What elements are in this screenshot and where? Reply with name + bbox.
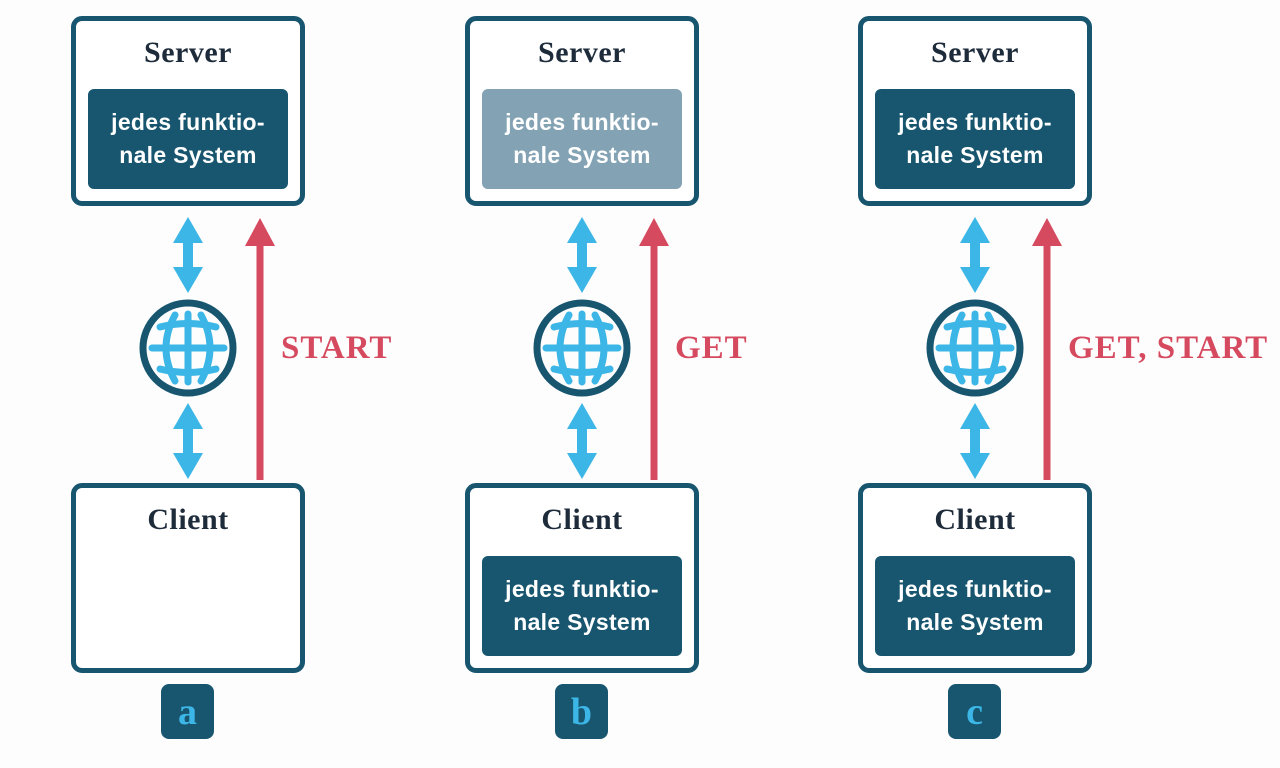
server-box: Server jedes funktio- nale System [465,16,699,206]
request-label: GET [675,330,748,366]
connection-graphic [926,217,1062,480]
sync-arrow-bottom-icon [567,403,597,479]
column-c: Server jedes funktio- nale System [787,0,1267,768]
client-box: Client jedes funktio- nale System [858,483,1092,673]
request-label: GET, START [1068,330,1269,366]
system-label: jedes funktio- nale System [898,108,1052,168]
column-b: Server jedes funktio- nale System [394,0,787,768]
connection-graphic [139,217,275,480]
server-title: Server [538,36,626,69]
system-label-box: jedes funktio- nale System [875,556,1075,656]
column-caption-letter: a [178,690,197,733]
globe-icon [926,299,1024,397]
client-title: Client [934,503,1016,536]
system-label-box: jedes funktio- nale System [482,556,682,656]
server-title: Server [931,36,1019,69]
request-label: START [281,330,393,366]
column-caption: b [555,684,608,739]
client-box: Client [71,483,305,673]
client-box: Client jedes funktio- nale System [465,483,699,673]
column-a: Server jedes funktio- nale System [0,0,393,768]
request-arrow-icon [639,218,669,480]
column-caption: a [161,684,214,739]
request-arrow-icon [1032,218,1062,480]
server-title: Server [144,36,232,69]
connection-graphic [533,217,669,480]
server-box: Server jedes funktio- nale System [858,16,1092,206]
system-label: jedes funktio- nale System [111,108,265,168]
system-label: jedes funktio- nale System [505,575,659,635]
sync-arrow-bottom-icon [173,403,203,479]
column-caption-letter: b [570,690,593,733]
server-box: Server jedes funktio- nale System [71,16,305,206]
sync-arrow-top-icon [567,217,597,293]
client-title: Client [147,503,229,536]
system-label-box: jedes funktio- nale System [88,89,288,189]
column-caption: c [948,684,1001,739]
system-label-box: jedes funktio- nale System [875,89,1075,189]
sync-arrow-top-icon [173,217,203,293]
request-arrow-icon [245,218,275,480]
system-label-box: jedes funktio- nale System [482,89,682,189]
sync-arrow-bottom-icon [960,403,990,479]
system-label: jedes funktio- nale System [505,108,659,168]
sync-arrow-top-icon [960,217,990,293]
column-caption-letter: c [966,690,983,733]
globe-icon [533,299,631,397]
system-label: jedes funktio- nale System [898,575,1052,635]
globe-icon [139,299,237,397]
client-title: Client [541,503,623,536]
